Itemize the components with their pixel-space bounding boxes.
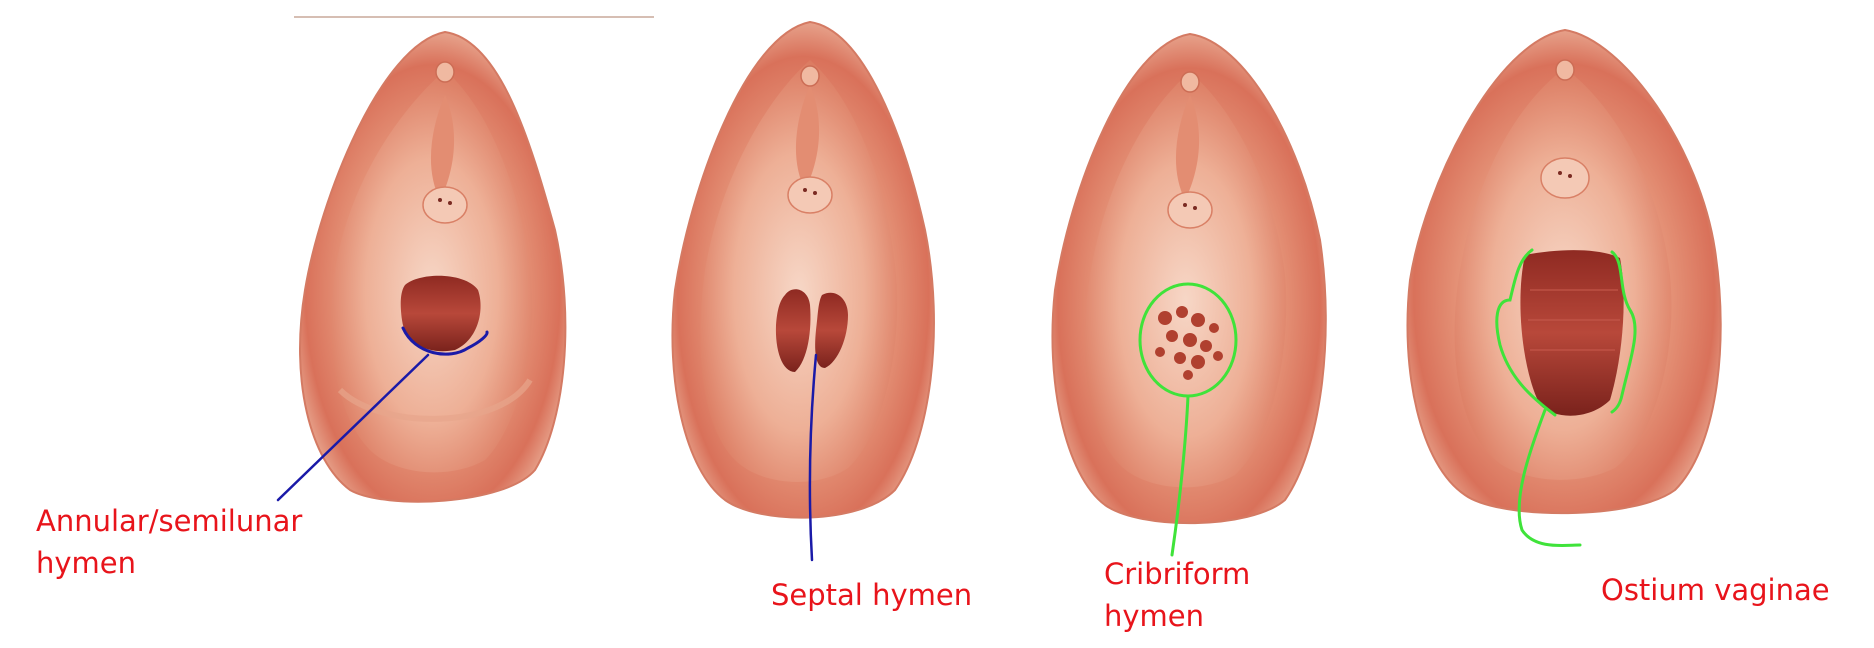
- illustration-annular-hymen: [299, 30, 567, 503]
- label-annular-line1: Annular/semilunar: [36, 504, 303, 538]
- label-septal-line1: Septal hymen: [771, 578, 973, 612]
- label-cribriform-line2: hymen: [1104, 599, 1205, 633]
- illustration-ostium-vaginae: [1406, 28, 1722, 515]
- label-cribriform-hymen: Cribriform hymen: [1104, 553, 1250, 637]
- label-ostium-vaginae: Ostium vaginae: [1601, 569, 1830, 611]
- label-annular-semilunar-hymen: Annular/semilunar hymen: [36, 500, 302, 584]
- label-cribriform-line1: Cribriform: [1104, 557, 1251, 591]
- leader-septal: [808, 353, 818, 562]
- leader-cribriform: [1138, 282, 1238, 557]
- leader-annular: [276, 326, 489, 502]
- label-septal-hymen: Septal hymen: [771, 574, 972, 616]
- label-ostium-line1: Ostium vaginae: [1601, 573, 1830, 607]
- illustration-septal-hymen: [671, 20, 935, 519]
- label-annular-line2: hymen: [36, 546, 137, 580]
- leader-ostium: [1495, 248, 1637, 548]
- illustration-cribriform-hymen: [1051, 32, 1327, 525]
